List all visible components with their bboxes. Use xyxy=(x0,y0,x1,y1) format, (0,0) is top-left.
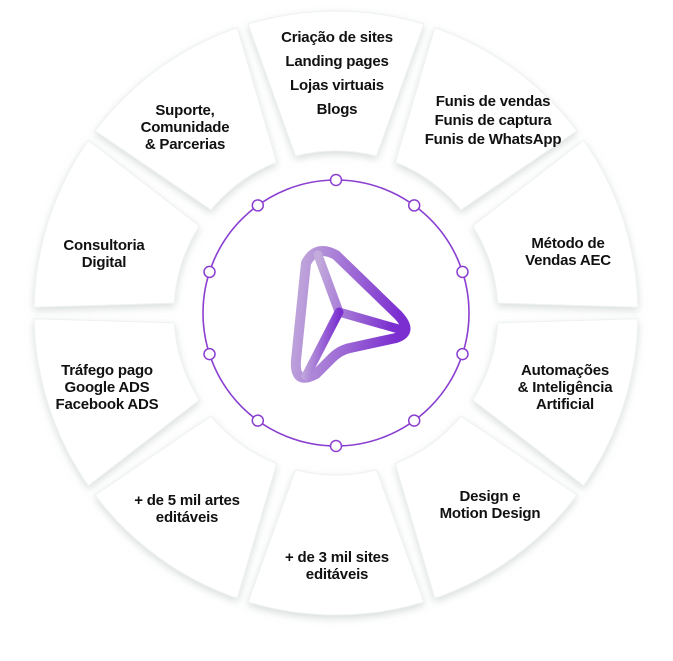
logo-inner-line-b xyxy=(301,307,344,381)
segment-label-design: Design e Motion Design xyxy=(420,488,560,522)
segment-art-templates xyxy=(94,415,278,599)
ring-node xyxy=(203,265,216,279)
segment-line: Comunidade xyxy=(140,119,230,136)
ring-node xyxy=(456,265,469,279)
ring-node xyxy=(203,347,216,361)
segment-line: Suporte, xyxy=(155,102,215,119)
segment-line: Método de xyxy=(531,235,605,252)
segment-line: Criação de sites xyxy=(281,29,393,46)
segment-label-sites-templates: + de 3 mil sites editáveis xyxy=(262,549,412,583)
segment-line: Artificial xyxy=(535,396,594,413)
segment-line: + de 5 mil artes xyxy=(134,492,240,509)
segment-automation xyxy=(472,318,639,487)
segment-line: Funis de vendas xyxy=(435,93,551,110)
segment-line: Automações xyxy=(520,362,610,379)
ring-node xyxy=(407,414,421,427)
segment-line: Landing pages xyxy=(285,53,389,70)
segment-line: Funis de captura xyxy=(434,112,552,129)
segment-label-support: Suporte, Comunidade & Parcerias xyxy=(120,102,250,153)
segment-line: Digital xyxy=(81,254,127,271)
segment-label-art-templates: + de 5 mil artes editáveis xyxy=(112,492,262,526)
paper-plane-navigation-icon xyxy=(290,245,411,383)
segment-line: Lojas virtuais xyxy=(290,77,384,94)
segment-paid-traffic xyxy=(33,318,200,487)
segment-line: Consultoria xyxy=(63,237,145,254)
segment-funnels xyxy=(394,27,578,211)
segment-design xyxy=(394,415,578,599)
segment-consulting xyxy=(33,139,200,308)
segment-sites-templates xyxy=(247,469,425,616)
segment-line: Tráfego pago xyxy=(61,362,153,379)
segment-label-funnels: Funis de vendas Funis de captura Funis d… xyxy=(414,92,572,149)
segment-line: Design e xyxy=(459,488,521,505)
ring-node xyxy=(251,199,265,212)
segment-line: & Parcerias xyxy=(144,136,226,153)
segment-websites xyxy=(247,10,425,157)
segment-line: Facebook ADS xyxy=(55,396,159,413)
segment-line: Vendas AEC xyxy=(525,252,611,269)
ring-nodes xyxy=(203,173,469,453)
segment-line: + de 3 mil sites xyxy=(285,549,389,566)
segment-label-paid-traffic: Tráfego pago Google ADS Facebook ADS xyxy=(42,362,172,413)
segment-line: Motion Design xyxy=(439,505,541,522)
segment-sales-method xyxy=(472,139,639,308)
ring-node xyxy=(407,199,421,212)
segment-support xyxy=(94,27,278,211)
segments-layer xyxy=(33,10,639,616)
segment-label-automation: Automações & Inteligência Artificial xyxy=(500,362,630,413)
ring-node xyxy=(456,347,469,361)
segment-line: editáveis xyxy=(155,509,219,526)
segment-label-websites: Criação de sites Landing pages Lojas vir… xyxy=(262,26,412,122)
segment-line: Blogs xyxy=(316,101,358,118)
segment-label-sales-method: Método de Vendas AEC xyxy=(508,235,628,269)
segment-label-consulting: Consultoria Digital xyxy=(44,237,164,271)
segment-line: Google ADS xyxy=(64,379,150,396)
ring-node xyxy=(329,439,343,453)
segment-line: editáveis xyxy=(305,566,369,583)
segment-line: Funis de WhatsApp xyxy=(424,131,562,148)
ring-node xyxy=(329,173,343,187)
ring-node xyxy=(251,414,265,427)
segment-line: & Inteligência xyxy=(517,379,613,396)
